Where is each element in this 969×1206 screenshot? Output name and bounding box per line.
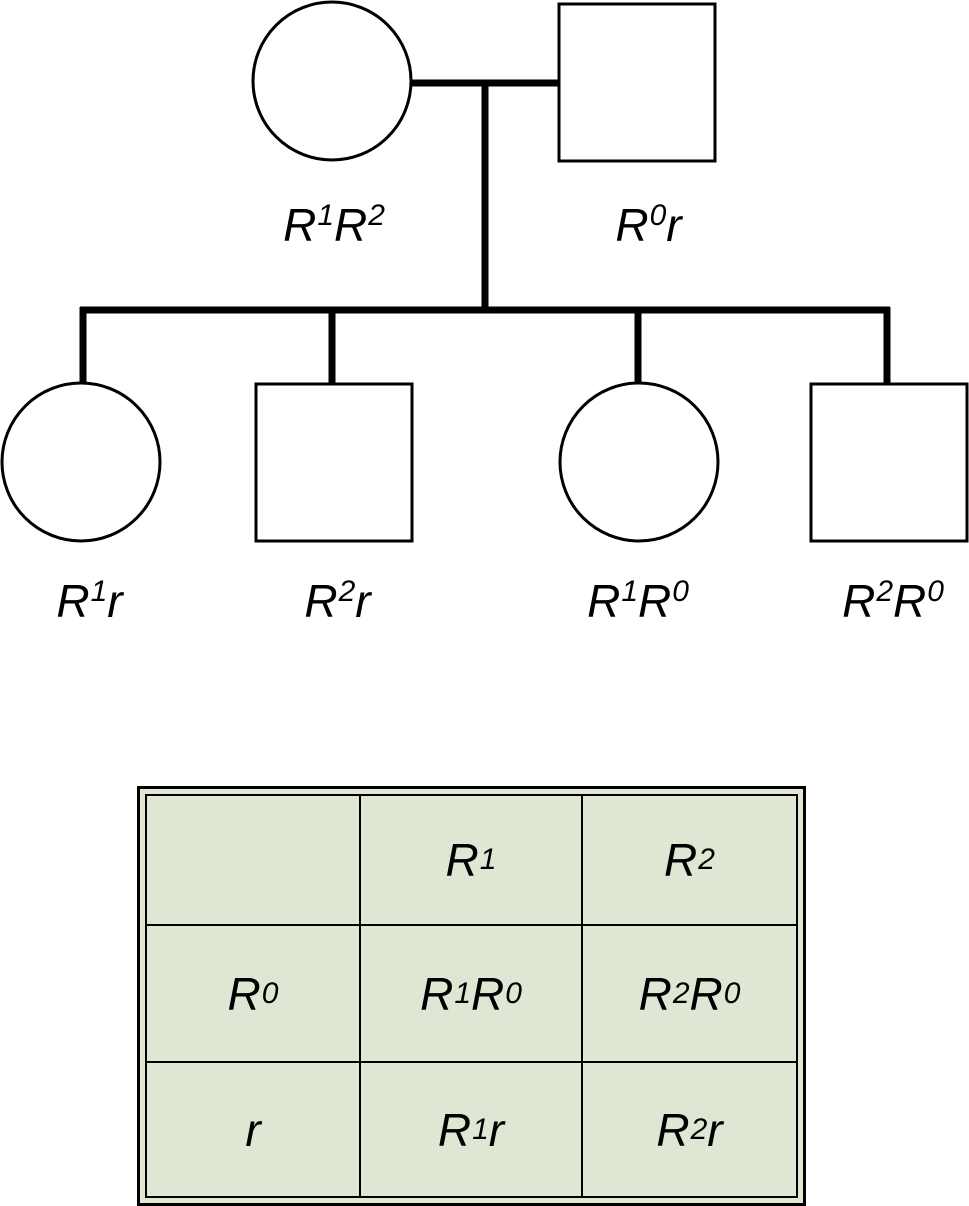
son-1-symbol (254, 382, 414, 543)
daughter-1-symbol (0, 381, 162, 543)
parent-1-genotype: R1R2 (283, 199, 385, 251)
punnett-cell-r0-c0 (147, 796, 361, 926)
child-3-genotype: R1R0 (587, 575, 689, 627)
child-1-genotype: R1r (56, 575, 123, 627)
child-2-genotype: R2r (304, 575, 371, 627)
father-symbol (557, 2, 717, 163)
son-2-symbol (809, 382, 969, 543)
parent-2-genotype: R0r (615, 199, 682, 251)
mother-symbol (251, 0, 413, 162)
daughter-2-symbol (558, 381, 720, 543)
punnett-cell-r2-c0: r (147, 1063, 361, 1196)
child-4-genotype: R2R0 (842, 575, 944, 627)
